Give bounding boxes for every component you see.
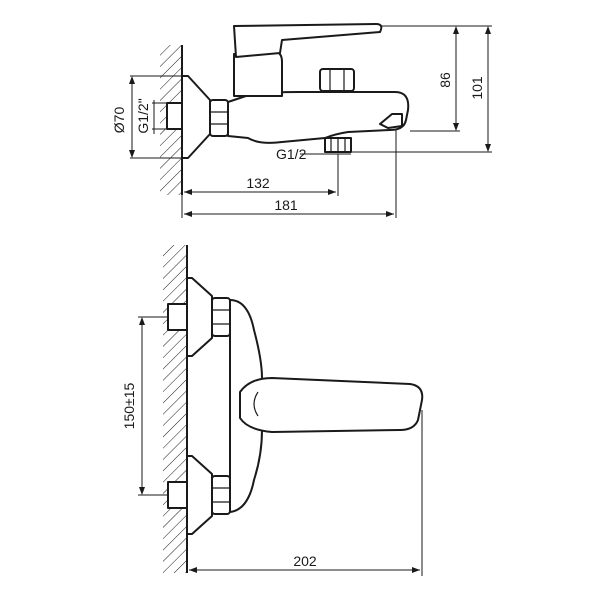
side-lever-handle: [233, 23, 383, 58]
dim-inlet-thread-label: G1/2": [135, 98, 151, 133]
dim-86-label: 86: [437, 72, 453, 88]
side-diverter-knob: [319, 68, 355, 92]
dim-181-label: 181: [274, 197, 298, 213]
front-wall-hatch: [163, 245, 187, 573]
front-view: 150±15 202: [121, 245, 424, 576]
front-bottom-inlet-pipe: [167, 481, 188, 509]
dim-202-label: 202: [293, 553, 317, 569]
side-view: Ø70 G1/2" G1/2 132 181 86 101: [111, 23, 492, 218]
front-bottom-escutcheon: [186, 455, 213, 535]
dim-outlet-thread-label: G1/2: [276, 146, 307, 162]
side-cartridge-body: [233, 51, 283, 97]
front-lever-handle: [239, 377, 424, 433]
front-top-escutcheon: [186, 277, 213, 357]
side-hex-nut: [209, 99, 229, 137]
dim-diameter-label: Ø70: [111, 107, 127, 134]
side-aerator: [379, 113, 403, 129]
side-spout: [227, 91, 410, 144]
side-escutcheon: [181, 75, 211, 159]
dim-150-label: 150±15: [121, 382, 137, 429]
front-top-hex-nut: [211, 297, 231, 337]
front-top-inlet-pipe: [167, 303, 188, 331]
front-bottom-hex-nut: [211, 475, 231, 515]
dim-132-label: 132: [246, 175, 270, 191]
dim-101-label: 101: [469, 76, 485, 100]
side-inlet-pipe: [166, 102, 183, 130]
